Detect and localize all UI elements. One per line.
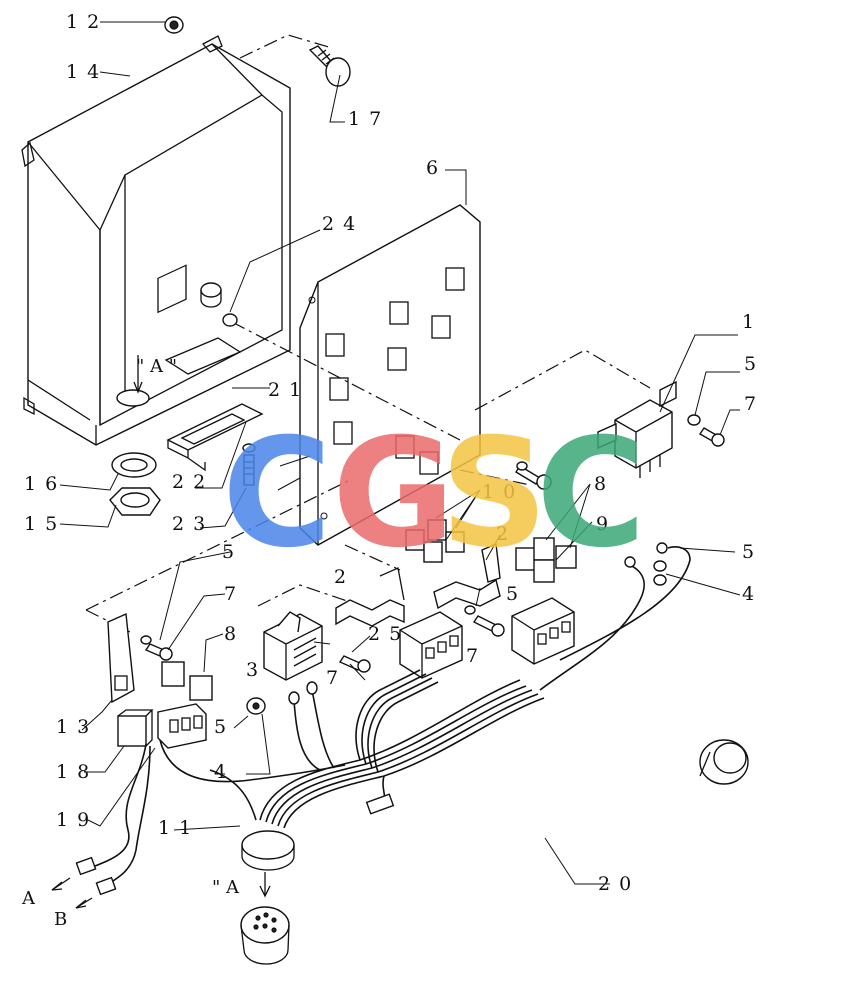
label-8-left: 8 (224, 623, 245, 645)
fuse-block-left (399, 611, 463, 679)
label-view-a-top: " A " (136, 356, 177, 377)
connector-3 (263, 611, 323, 681)
label-14: 14 (66, 61, 108, 83)
grommet-12 (164, 16, 184, 34)
label-arrow-b: B (54, 909, 67, 930)
bolt-23 (242, 443, 256, 486)
label-9: 9 (596, 513, 617, 535)
label-5-relay: 5 (744, 353, 765, 375)
label-3: 3 (246, 659, 267, 681)
label-25: 25 (368, 623, 410, 645)
label-22: 22 (172, 471, 214, 493)
watermark-letter-3: S (440, 407, 548, 581)
fuse-block-right (511, 597, 575, 665)
label-18: 18 (56, 761, 98, 783)
cable-20 (240, 739, 749, 986)
label-21: 21 (268, 379, 310, 401)
washer-16 (111, 452, 157, 478)
knob-screw-17 (308, 45, 351, 87)
label-8-center: 8 (594, 473, 615, 495)
label-4-lower: 4 (214, 761, 235, 783)
label-view-a-bottom: " A (212, 877, 240, 898)
label-5-left: 5 (222, 541, 243, 563)
label-19: 19 (56, 809, 98, 831)
label-13: 13 (56, 716, 98, 738)
brackets-2 (335, 542, 501, 627)
part-labels: 12 14 17 6 24 1 5 7 21 22 23 16 15 10 8 … (21, 11, 765, 930)
washer-5-center (464, 605, 476, 615)
label-4-right: 4 (742, 583, 763, 605)
leader-lines (59, 21, 741, 885)
bolt-7-left (144, 643, 173, 661)
label-5-lower: 5 (214, 716, 235, 738)
washer-5-left (140, 635, 152, 645)
bracket-21 (166, 403, 264, 472)
relays-8-left (161, 661, 213, 701)
bolt-7-right (699, 427, 725, 447)
bolt-7-left-center (338, 655, 371, 673)
relays-8-center (405, 519, 465, 563)
nut-15 (109, 487, 161, 516)
strap-13 (107, 612, 135, 704)
label-arrow-a: A (21, 888, 36, 909)
label-12: 12 (66, 11, 108, 33)
nut-24 (222, 313, 238, 327)
label-5-far-right: 5 (742, 541, 763, 563)
enclosure-box (21, 35, 291, 446)
watermark-logo: C G S C (222, 407, 646, 581)
watermark-letter-1: C (222, 407, 332, 581)
label-2-right: 2 (496, 523, 517, 545)
relay-18 (117, 709, 154, 747)
label-10: 10 (482, 481, 524, 503)
label-1: 1 (742, 311, 763, 333)
label-7-relay: 7 (744, 393, 765, 415)
watermark-letter-4: C (536, 407, 646, 581)
label-7-left-center: 7 (326, 667, 347, 689)
label-6: 6 (426, 157, 447, 179)
washer-5-right (687, 414, 701, 426)
label-5-center: 5 (506, 583, 527, 605)
label-7-left: 7 (224, 583, 245, 605)
label-11: 11 (158, 817, 200, 839)
bolt-7-center (472, 615, 505, 637)
label-7-center: 7 (466, 645, 487, 667)
label-2-left: 2 (334, 566, 355, 588)
watermark-letter-2: G (332, 407, 455, 581)
wire-harness-11 (159, 542, 691, 871)
label-15: 15 (24, 513, 66, 535)
label-23: 23 (172, 513, 214, 535)
label-20: 20 (598, 873, 640, 895)
label-24: 24 (322, 213, 364, 235)
nut-5-lower (246, 697, 266, 715)
label-17: 17 (348, 108, 390, 130)
relays-9 (515, 537, 577, 583)
label-16: 16 (24, 473, 66, 495)
bolt-10 (515, 461, 552, 490)
fuse-holder-19 (157, 703, 207, 749)
